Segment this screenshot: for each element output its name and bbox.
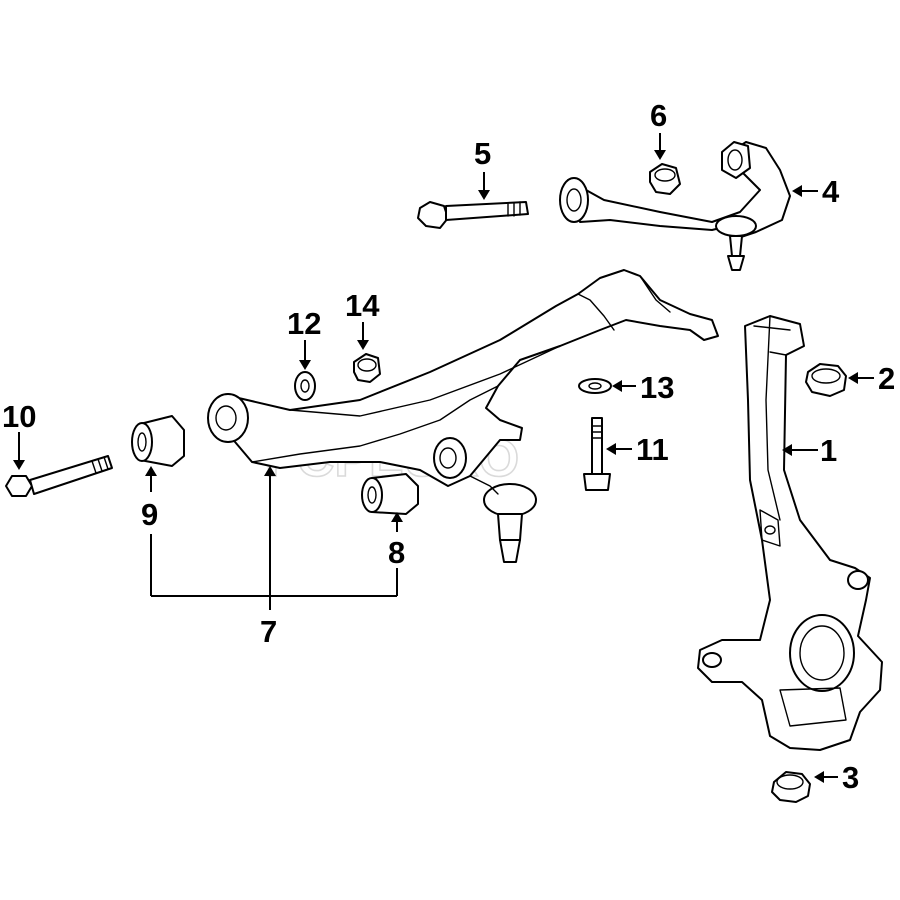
lower-control-arm xyxy=(207,269,719,563)
leader-lines xyxy=(13,133,874,783)
bushing-9 xyxy=(131,415,185,467)
callout-13: 13 xyxy=(640,370,674,405)
callout-2: 2 xyxy=(878,361,895,396)
nut-14 xyxy=(353,353,381,383)
callout-5: 5 xyxy=(474,136,491,171)
callout-9: 9 xyxy=(141,497,158,532)
flange-nut-3 xyxy=(771,771,811,803)
callout-4: 4 xyxy=(822,174,840,209)
callout-8: 8 xyxy=(388,535,405,570)
bolt-5 xyxy=(417,201,529,229)
callout-numbers: 1 2 3 4 5 6 7 8 9 10 11 12 13 14 xyxy=(2,98,895,795)
callout-10: 10 xyxy=(2,399,36,434)
bolt-11 xyxy=(583,417,611,491)
callout-6: 6 xyxy=(650,98,667,133)
washer-12 xyxy=(294,371,316,401)
washer-13 xyxy=(578,378,612,394)
steering-knuckle xyxy=(697,315,883,751)
callout-3: 3 xyxy=(842,760,859,795)
nut-6 xyxy=(649,163,681,195)
bolt-10 xyxy=(5,455,113,497)
callout-14: 14 xyxy=(345,288,380,323)
bushing-8 xyxy=(361,473,419,515)
upper-control-arm xyxy=(559,141,791,271)
callout-7: 7 xyxy=(260,614,277,649)
callout-11: 11 xyxy=(636,432,669,467)
flange-nut-2 xyxy=(805,363,847,397)
callout-1: 1 xyxy=(820,433,837,468)
callout-12: 12 xyxy=(287,306,321,341)
